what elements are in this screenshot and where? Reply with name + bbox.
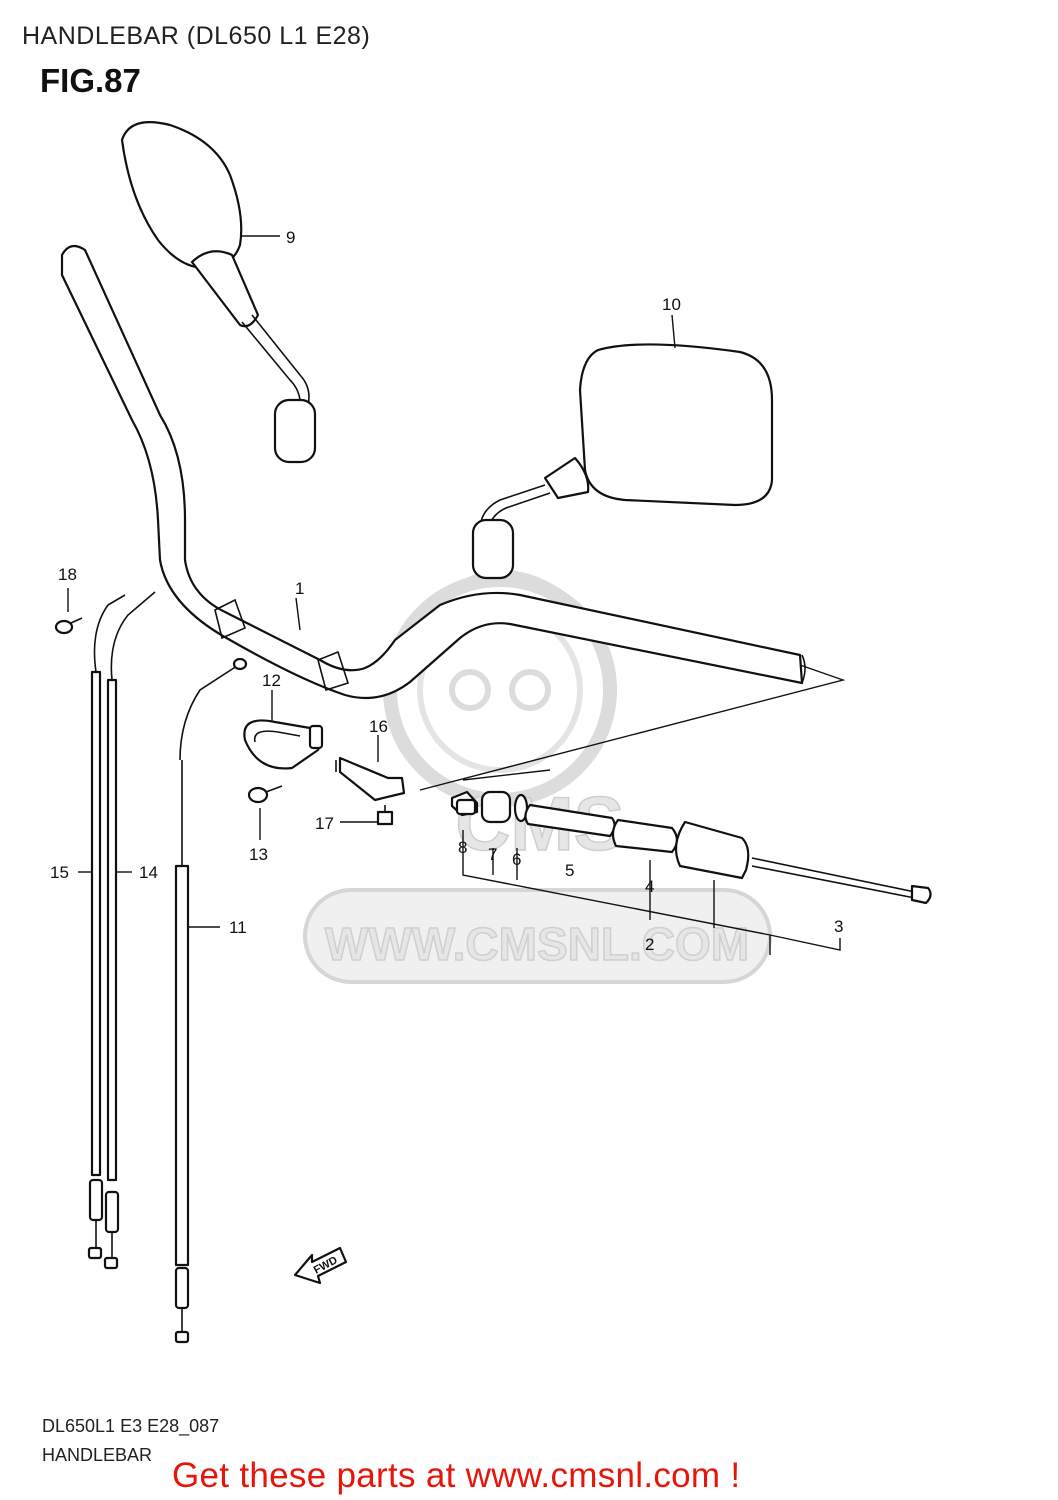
callout-5: 5 xyxy=(565,861,574,880)
part-10-right-mirror xyxy=(471,343,774,580)
part-2-balancer-weight xyxy=(674,820,750,880)
callout-6: 6 xyxy=(512,850,521,869)
callout-leaders xyxy=(67,235,676,928)
part-11-clutch-cable xyxy=(174,657,248,1344)
shop-link-banner[interactable]: Get these parts at www.cmsnl.com ! xyxy=(172,1456,741,1495)
callout-numbers: 1 2 3 4 5 6 7 8 9 10 11 12 13 14 15 16 1… xyxy=(50,228,843,954)
part-5-rubber xyxy=(524,803,616,838)
figure-number: FIG.87 xyxy=(40,62,141,99)
part-4-sleeve xyxy=(611,818,679,854)
diagram-name: HANDLEBAR xyxy=(42,1445,153,1465)
callout-11: 11 xyxy=(229,918,247,937)
assembly-guide-lines xyxy=(419,664,846,791)
part-15-throttle-cable xyxy=(87,594,126,1260)
callout-12: 12 xyxy=(262,671,281,690)
callout-17: 17 xyxy=(315,814,334,833)
part-8-nut xyxy=(450,790,479,817)
callout-14: 14 xyxy=(139,863,158,882)
part-14-throttle-cable xyxy=(103,591,156,1270)
callout-3: 3 xyxy=(834,917,843,936)
callout-18: 18 xyxy=(58,565,77,584)
callout-2: 2 xyxy=(645,935,654,954)
watermark-url: WWW.CMSNL.COM xyxy=(325,918,749,970)
part-17-bolt xyxy=(376,805,394,826)
callout-13: 13 xyxy=(249,845,268,864)
part-12-clamp xyxy=(243,719,324,770)
callout-bracket xyxy=(462,830,841,955)
part-9-left-mirror xyxy=(120,121,317,464)
callout-1: 1 xyxy=(295,579,304,598)
part-1-handlebar xyxy=(60,244,806,700)
callout-10: 10 xyxy=(662,295,681,314)
cmsnl-watermark: CMS WWW.CMSNL.COM xyxy=(303,570,772,984)
part-13-screw xyxy=(247,785,283,804)
part-3-bolt xyxy=(751,857,932,905)
callout-9: 9 xyxy=(286,228,295,247)
part-18-screw xyxy=(54,617,83,635)
callout-4: 4 xyxy=(645,877,654,896)
callout-8: 8 xyxy=(458,838,467,857)
fwd-arrow-icon: FWD xyxy=(293,1246,348,1285)
callout-7: 7 xyxy=(488,845,497,864)
page-title: HANDLEBAR (DL650 L1 E28) xyxy=(22,22,371,50)
diagram-code: DL650L1 E3 E28_087 xyxy=(42,1416,220,1436)
callout-15: 15 xyxy=(50,863,69,882)
callout-16: 16 xyxy=(369,717,388,736)
part-7-collar xyxy=(480,790,512,824)
part-16-holder xyxy=(335,756,406,802)
